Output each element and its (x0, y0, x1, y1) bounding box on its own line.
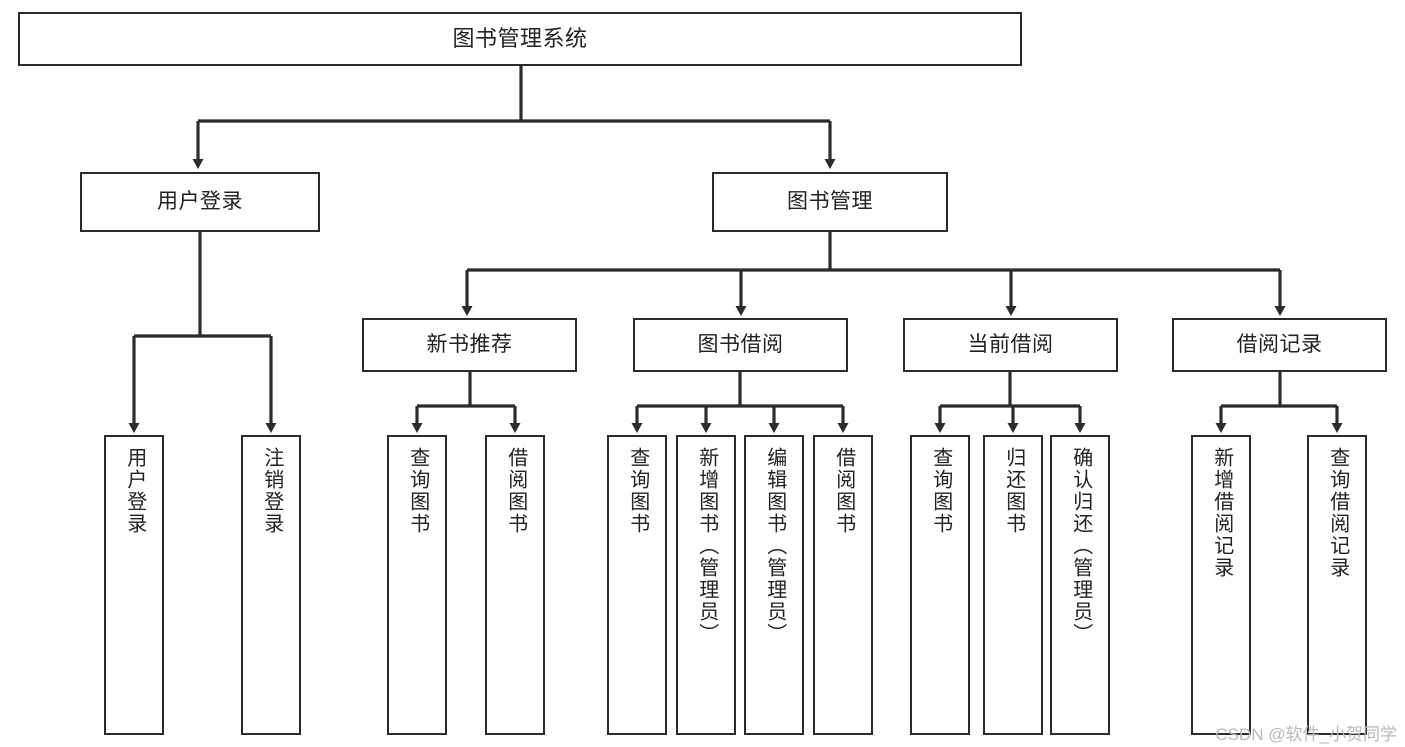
node-label: 图书借阅 (697, 332, 784, 356)
node-label: 查询图书 (929, 447, 952, 535)
node-leaf-confirm-return-admin[interactable]: 确认归还（管理员） (1050, 435, 1110, 735)
node-label: 用户登录 (123, 447, 146, 535)
node-label: 借阅图书 (504, 447, 527, 535)
node-label: 新书推荐 (426, 332, 513, 356)
node-leaf-query-book-current[interactable]: 查询图书 (910, 435, 970, 735)
edge-group-root (192, 66, 836, 169)
node-book-manage[interactable]: 图书管理 (712, 172, 948, 232)
node-leaf-add-borrow-record[interactable]: 新增借阅记录 (1191, 435, 1251, 735)
node-leaf-borrow-book-rec[interactable]: 借阅图书 (485, 435, 545, 735)
node-label: 新增借阅记录 (1210, 447, 1233, 579)
node-leaf-return-book[interactable]: 归还图书 (983, 435, 1043, 735)
node-leaf-user-login[interactable]: 用户登录 (104, 435, 164, 735)
node-label: 注销登录 (260, 447, 283, 535)
node-leaf-query-borrow-record[interactable]: 查询借阅记录 (1307, 435, 1367, 735)
edge-group-book-borrow (631, 372, 849, 433)
node-label: 查询图书 (406, 447, 429, 535)
node-label: 图书管理 (787, 189, 873, 213)
node-label: 查询借阅记录 (1326, 447, 1349, 579)
node-new-book-rec[interactable]: 新书推荐 (362, 318, 577, 372)
node-user-login[interactable]: 用户登录 (80, 172, 320, 232)
edge-group-book-manage (461, 232, 1286, 316)
node-label: 借阅图书 (832, 447, 855, 535)
node-leaf-query-book-rec[interactable]: 查询图书 (387, 435, 447, 735)
node-leaf-query-book-borrow[interactable]: 查询图书 (607, 435, 667, 735)
node-leaf-user-logout[interactable]: 注销登录 (241, 435, 301, 735)
node-root-system[interactable]: 图书管理系统 (18, 12, 1022, 66)
node-label: 借阅记录 (1236, 332, 1323, 356)
node-label: 用户登录 (157, 189, 243, 213)
node-leaf-edit-book-admin[interactable]: 编辑图书（管理员） (744, 435, 804, 735)
node-borrow-record[interactable]: 借阅记录 (1172, 318, 1387, 372)
node-label: 新增图书（管理员） (695, 447, 718, 645)
node-book-borrow[interactable]: 图书借阅 (633, 318, 848, 372)
node-label: 查询图书 (626, 447, 649, 535)
edge-group-borrow-record (1215, 372, 1343, 433)
node-current-borrow[interactable]: 当前借阅 (903, 318, 1118, 372)
node-label: 确认归还（管理员） (1069, 447, 1092, 645)
edge-group-user-login (128, 232, 277, 433)
node-label: 归还图书 (1002, 447, 1025, 535)
node-leaf-add-book-admin[interactable]: 新增图书（管理员） (676, 435, 736, 735)
node-leaf-borrow-book[interactable]: 借阅图书 (813, 435, 873, 735)
edge-group-new-book-rec (411, 372, 521, 433)
node-label: 当前借阅 (967, 332, 1054, 356)
edge-group-current-borrow (934, 372, 1086, 433)
node-label: 图书管理系统 (452, 26, 588, 52)
node-label: 编辑图书（管理员） (763, 447, 786, 645)
